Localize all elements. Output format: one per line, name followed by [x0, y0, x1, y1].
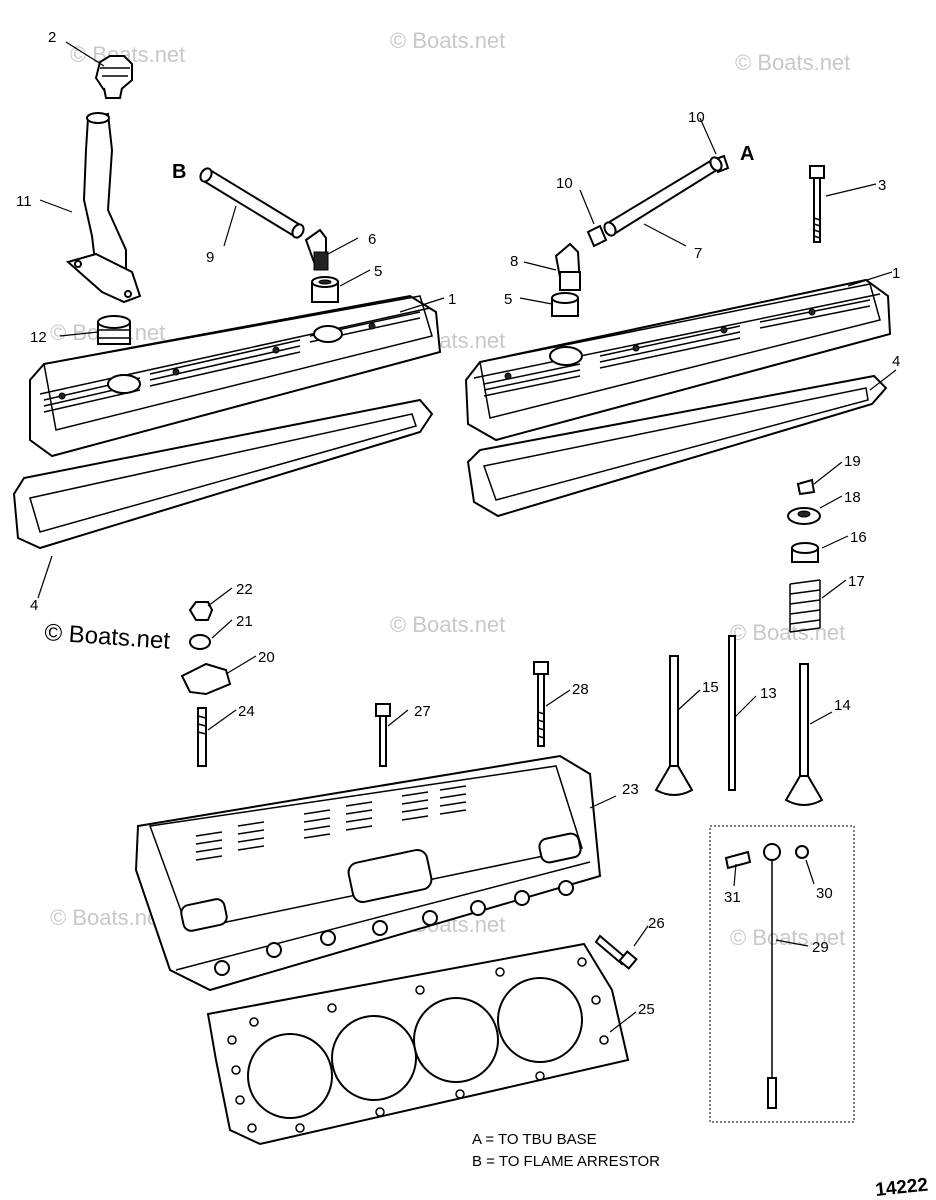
- grommet-right: [551, 292, 579, 317]
- grommet-left: [311, 276, 339, 303]
- valve-seal: [791, 542, 819, 563]
- legend-a: A = TO TBU BASE: [472, 1131, 597, 1148]
- callout-19: 19: [844, 453, 861, 470]
- callout-22: 22: [236, 581, 253, 598]
- watermark-dark: © Boats.net: [44, 619, 172, 655]
- callout-1-right: 1: [892, 265, 900, 282]
- callout-31: 31: [724, 889, 741, 906]
- callout-5-left: 5: [374, 263, 382, 280]
- intake-valve: [654, 655, 694, 796]
- rocker-arm: [180, 662, 232, 696]
- rocker-cover-bolt: [809, 165, 825, 243]
- head-bolt-long: [533, 661, 549, 747]
- head-gasket: [206, 942, 630, 1146]
- valve-keeper: [796, 478, 816, 496]
- watermark-7: © Boats.net: [390, 612, 505, 637]
- callout-10-upper: 10: [688, 109, 705, 126]
- rocker-cover-left: [29, 294, 442, 458]
- callout-27: 27: [414, 703, 431, 720]
- callout-13: 13: [760, 685, 777, 702]
- callout-1-left: 1: [448, 291, 456, 308]
- exhaust-valve: [784, 663, 824, 806]
- callout-21: 21: [236, 613, 253, 630]
- watermark-9: © Boats.net: [50, 905, 165, 930]
- callout-23: 23: [622, 781, 639, 798]
- callout-14: 14: [834, 697, 851, 714]
- legend-b: B = TO FLAME ARRESTOR: [472, 1153, 660, 1170]
- callout-9: 9: [206, 249, 214, 266]
- callout-3: 3: [878, 177, 886, 194]
- figure-number: 14222: [874, 1175, 929, 1200]
- leader-lines: [37, 41, 897, 1033]
- valve-spring: [789, 579, 821, 633]
- gasket-holes: [227, 957, 609, 1133]
- callout-6: 6: [368, 231, 376, 248]
- callout-15: 15: [702, 679, 719, 696]
- rocker-ball: [189, 634, 211, 650]
- rocker-nut: [188, 601, 214, 621]
- connection-letter-b: B: [172, 161, 186, 183]
- watermark-2: © Boats.net: [390, 28, 505, 53]
- hose-right: [603, 156, 723, 237]
- watermark-3: © Boats.net: [735, 50, 850, 75]
- sensor-nut: [795, 845, 809, 859]
- oil-fill-cap: [94, 55, 133, 99]
- callout-12: 12: [30, 329, 47, 346]
- rocker-gasket-left: [12, 398, 434, 550]
- callout-26: 26: [648, 915, 665, 932]
- valve-spring-retainer: [787, 507, 821, 525]
- pushrod: [728, 635, 736, 791]
- connection-letter-a: A: [740, 143, 754, 165]
- rocker-cover-right: [464, 278, 892, 442]
- callout-17: 17: [848, 573, 865, 590]
- callout-28: 28: [572, 681, 589, 698]
- callout-10-lower: 10: [556, 175, 573, 192]
- oil-fill-grommet: [97, 315, 131, 345]
- callout-7: 7: [694, 245, 702, 262]
- temperature-sensor-lead: [763, 843, 781, 1109]
- cylinder-head: [134, 754, 602, 992]
- callout-2: 2: [48, 29, 56, 46]
- rocker-stud: [197, 707, 207, 767]
- callout-30: 30: [816, 885, 833, 902]
- sensor-inset-box: [709, 825, 855, 1123]
- callout-5-right: 5: [504, 291, 512, 308]
- callout-20: 20: [258, 649, 275, 666]
- sensor-stud: [724, 850, 752, 870]
- legend: A = TO TBU BASE B = TO FLAME ARRESTOR: [472, 1131, 660, 1170]
- callout-labels: 2 11 12 9 6 5 1 10 10 8 5 7 3 1 4 4 19 1…: [16, 29, 900, 1018]
- manifold-bolt: [594, 934, 638, 970]
- callout-16: 16: [850, 529, 867, 546]
- head-bolt-short: [375, 703, 391, 767]
- callout-18: 18: [844, 489, 861, 506]
- callout-8: 8: [510, 253, 518, 270]
- watermark-11: © Boats.net: [730, 925, 845, 950]
- callout-11: 11: [16, 193, 32, 210]
- callout-24: 24: [238, 703, 255, 720]
- rocker-gasket-right: [466, 374, 888, 518]
- callout-4-right: 4: [892, 353, 900, 370]
- callout-29: 29: [812, 939, 829, 956]
- pcv-valve: [554, 242, 582, 291]
- callout-25: 25: [638, 1001, 655, 1018]
- watermark-8: © Boats.net: [730, 620, 845, 645]
- hose-left: [199, 167, 305, 239]
- clamp-10-lower: [586, 224, 608, 248]
- oil-fill-tube: [65, 112, 142, 304]
- head-springs: [195, 785, 467, 861]
- pcv-elbow-fitting: [304, 228, 329, 271]
- callout-4-left: 4: [30, 597, 38, 614]
